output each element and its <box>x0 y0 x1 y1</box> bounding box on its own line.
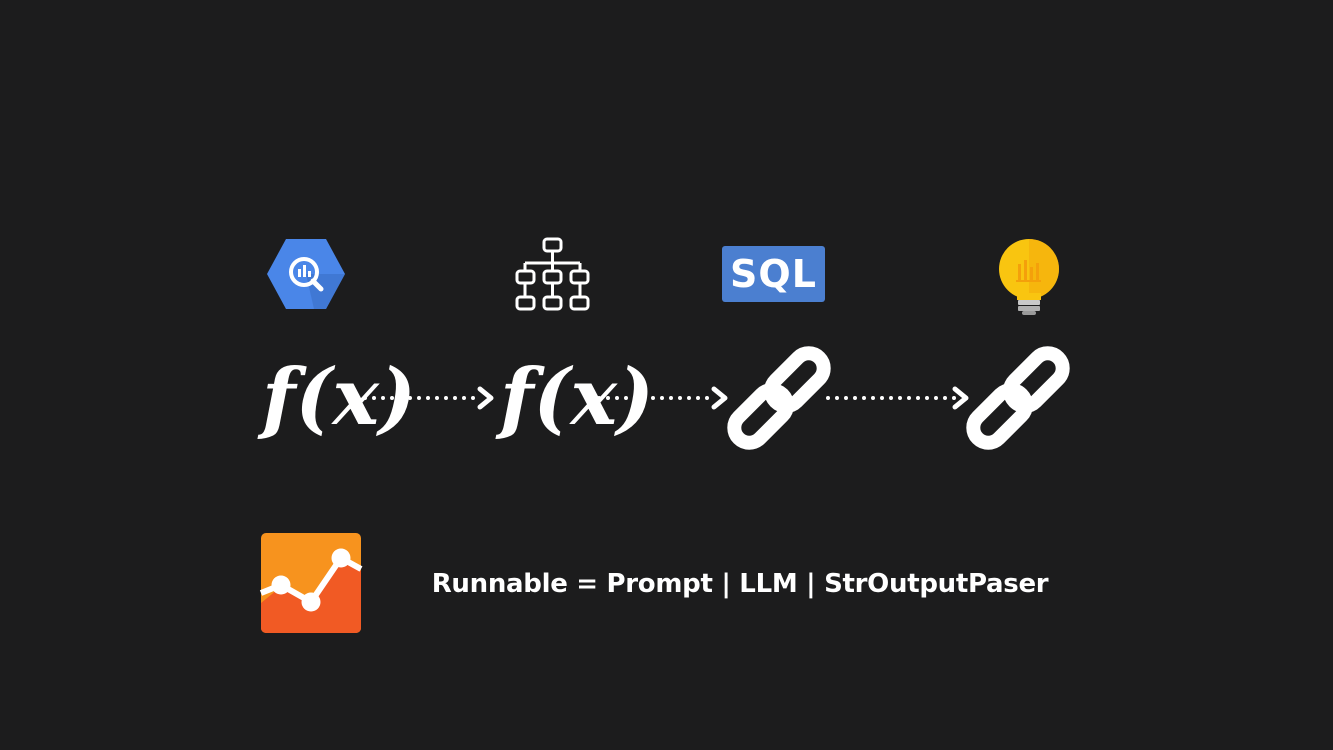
google-analytics-icon <box>259 533 363 633</box>
chain-link-icon <box>965 346 1071 450</box>
org-chart-icon <box>515 237 590 311</box>
chain-link-icon <box>726 346 832 450</box>
sql-badge: SQL <box>722 246 825 302</box>
runnable-formula: Runnable = Prompt | LLM | StrOutputPaser <box>431 569 1049 599</box>
dotted-arrow-icon <box>352 384 497 412</box>
fx-symbol: f(x) <box>257 352 416 443</box>
dotted-arrow-icon <box>824 384 972 412</box>
function-fx-icon: f(x) <box>257 352 416 443</box>
function-fx-icon: f(x) <box>495 352 654 443</box>
dotted-arrow-icon <box>586 384 731 412</box>
bigquery-hexagon-icon <box>266 238 346 310</box>
lightbulb-chart-icon <box>996 238 1062 318</box>
